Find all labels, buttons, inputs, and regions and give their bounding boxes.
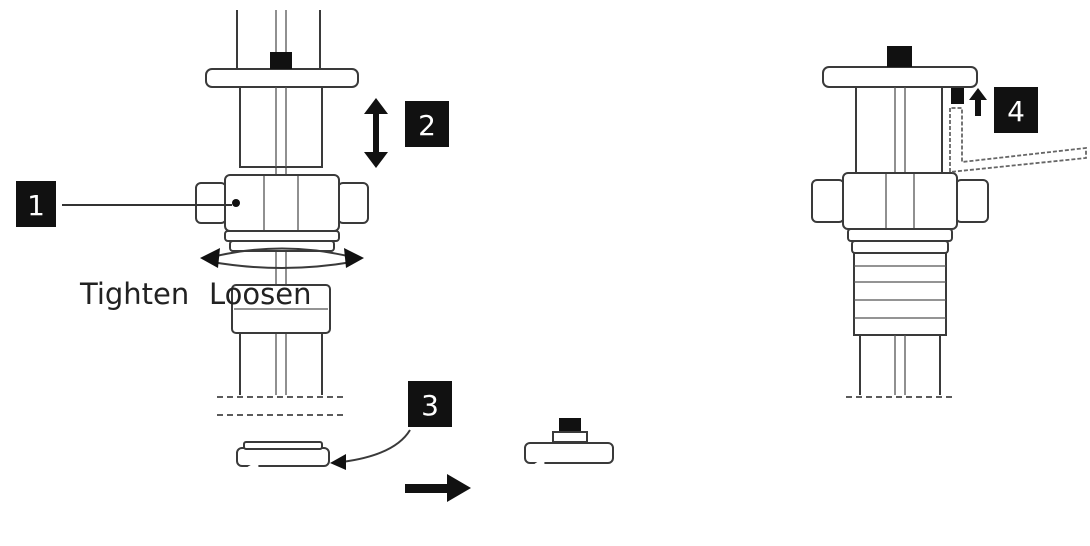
callout-badge-1: 1: [16, 181, 56, 227]
svg-text:2: 2: [418, 109, 436, 142]
right-assembly: [811, 46, 1087, 398]
hex-nut: [195, 174, 369, 232]
svg-text:4: 4: [1007, 95, 1025, 128]
tighten-label: Tighten: [79, 277, 189, 311]
hook-after: [524, 418, 614, 534]
loosen-label: Loosen: [209, 277, 311, 311]
callout-badge-3: 3: [408, 381, 452, 427]
hook-before: [236, 441, 330, 534]
hook-sequence: [236, 418, 614, 534]
callout-badge-4: 4: [994, 87, 1038, 133]
svg-text:3: 3: [421, 389, 439, 422]
left-assembly: [62, 10, 388, 416]
right-arrow: [405, 474, 471, 502]
allen-key: [949, 88, 1087, 173]
callout-3-pointer: [341, 429, 411, 463]
callout-badge-2: 2: [405, 101, 449, 147]
up-down-arrow: [364, 98, 388, 168]
svg-text:1: 1: [27, 189, 45, 222]
top-plate: [205, 52, 359, 88]
rotation-arrow: [200, 247, 364, 269]
up-arrow: [969, 88, 987, 116]
